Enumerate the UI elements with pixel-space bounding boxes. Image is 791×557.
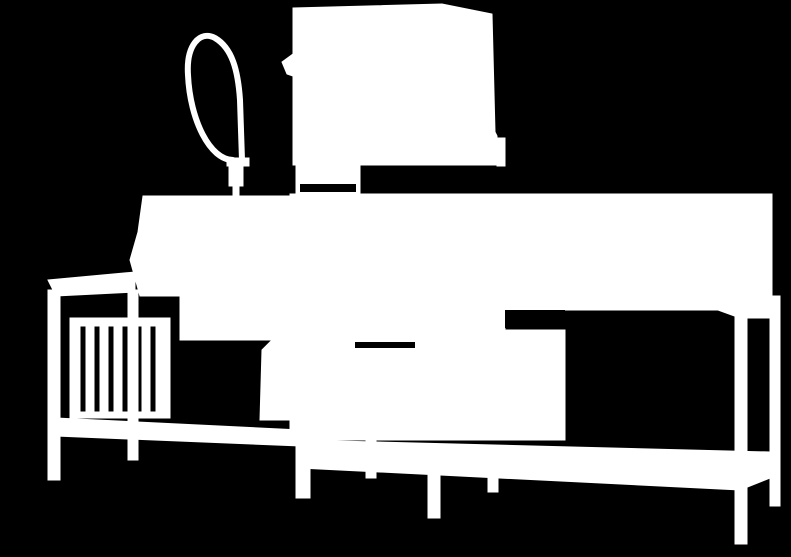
faucet-body xyxy=(228,165,244,187)
right-outlet-table xyxy=(504,193,773,306)
right-leg-back xyxy=(769,295,781,507)
faucet-stem xyxy=(232,185,240,197)
shadow-details xyxy=(190,184,565,362)
station-silhouette xyxy=(47,3,781,545)
hood-handle xyxy=(281,53,294,77)
left-leg-back xyxy=(127,289,139,461)
right-lower-shelf xyxy=(295,439,771,491)
left-leg-front xyxy=(47,289,61,481)
right-table-panel xyxy=(504,329,566,441)
right-leg-front xyxy=(734,307,748,545)
machine-door xyxy=(289,299,506,331)
pre-rinse-spray-arm xyxy=(184,32,245,163)
faucet-valve xyxy=(226,157,250,167)
dish-basket xyxy=(69,317,171,419)
hood-upper xyxy=(292,3,498,166)
left-sink-table xyxy=(129,195,363,421)
hood-side-trim xyxy=(496,137,506,167)
